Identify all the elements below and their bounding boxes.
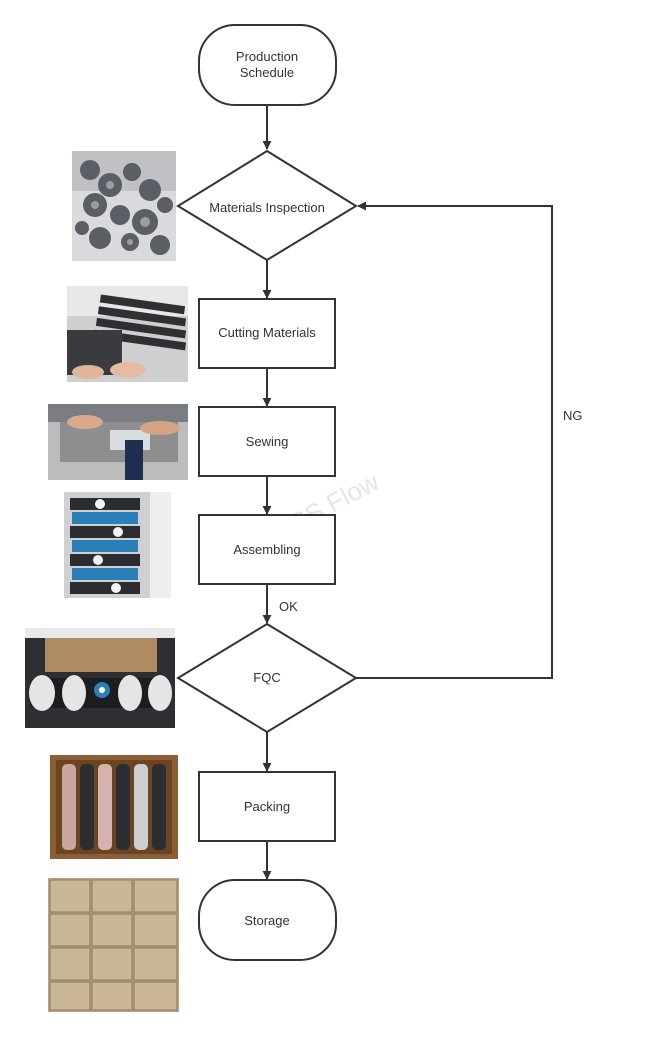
edge-label-ok: OK [279,599,298,614]
label-sewing: Sewing [246,434,289,449]
node-cutting-materials [198,298,336,369]
node-storage [198,879,337,961]
assembling-photo [64,492,171,598]
node-assembling [198,514,336,585]
edge-label-ng: NG [563,408,583,423]
edge-fqc-ng-loop [356,201,553,679]
node-sewing [198,406,336,477]
label-cutting-materials: Cutting Materials [218,325,316,340]
node-packing [198,771,336,842]
label-assembling: Assembling [233,542,300,557]
label-fqc: FQC [253,670,280,685]
packing-photo [50,755,178,859]
label-storage: Storage [244,913,290,928]
sewing-photo [48,404,188,480]
node-materials-inspection [176,149,358,262]
label-production-schedule-line2: Schedule [240,65,294,80]
connectors [262,105,553,880]
label-production-schedule-line1: Production [236,49,298,64]
fqc-photo [25,628,175,728]
label-materials-inspection: Materials Inspection [209,200,325,215]
materials-photo [72,151,176,261]
cutting-photo [67,286,188,382]
node-production-schedule [198,24,337,106]
node-fqc [176,622,358,734]
label-packing: Packing [244,799,290,814]
storage-photo [48,878,179,1012]
